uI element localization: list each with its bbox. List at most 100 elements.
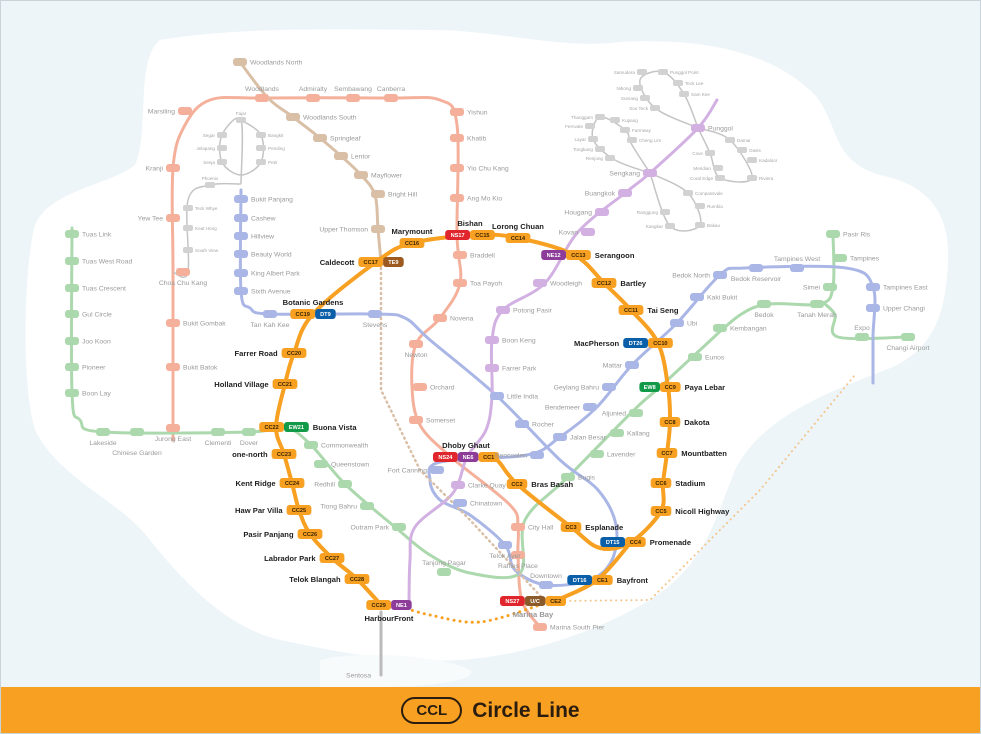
station-gul-circle[interactable]: Gul Circle	[65, 310, 112, 319]
station-telok-ayer[interactable]: Telok Ayer	[489, 541, 521, 560]
lrt-station[interactable]: South View	[183, 247, 219, 253]
lrt-station[interactable]: Rumbia	[695, 203, 723, 209]
station-pioneer[interactable]: Pioneer	[65, 363, 106, 372]
station-upper-changi[interactable]: Upper Changi	[866, 304, 925, 313]
lrt-station[interactable]: Teck Lee	[673, 80, 704, 86]
station-joo-koon[interactable]: Joo Koon	[65, 337, 111, 346]
lrt-station[interactable]: Keat Hong	[183, 225, 217, 231]
station-beauty-world[interactable]: Beauty World	[234, 250, 292, 259]
station-pasir-ris[interactable]: Pasir Ris	[826, 230, 871, 239]
station-newton[interactable]: Newton	[404, 340, 428, 359]
station-tampines-west[interactable]: Tampines West	[774, 256, 820, 272]
station-bencoolen[interactable]: Bencoolen	[495, 451, 544, 460]
lrt-station[interactable]: Pending	[256, 145, 285, 151]
lrt-station[interactable]: Phoenix	[202, 176, 219, 188]
lrt-station[interactable]: Oasis	[737, 147, 761, 153]
station-woodleigh[interactable]: Woodleigh	[533, 279, 582, 288]
station-lentor[interactable]: Lentor	[334, 152, 371, 161]
station-king-albert-park[interactable]: King Albert Park	[234, 269, 300, 278]
station-outram-park[interactable]: Outram Park	[350, 523, 406, 532]
station-farrer-park[interactable]: Farrer Park	[485, 364, 537, 373]
lrt-station[interactable]: Bakau	[695, 222, 720, 228]
station-expo[interactable]: Expo	[854, 325, 870, 341]
station-canberra[interactable]: Canberra	[377, 86, 406, 102]
lrt-station[interactable]: Segar	[203, 132, 227, 138]
station-kaki-bukit[interactable]: Kaki Bukit	[690, 293, 737, 302]
lrt-station[interactable]: Coral Edge	[690, 175, 725, 181]
station-boon-keng[interactable]: Boon Keng	[485, 336, 536, 345]
station-changi-airport[interactable]: Changi Airport	[886, 333, 930, 352]
lrt-station[interactable]: Samudera	[614, 69, 647, 75]
station-geylang-bahru[interactable]: Geylang Bahru	[554, 383, 616, 392]
station-choa-chu-kang[interactable]: Choa Chu Kang	[159, 268, 208, 287]
lrt-station[interactable]: Farmway	[620, 127, 652, 133]
station-somerset[interactable]: Somerset	[409, 416, 455, 425]
station-tanah-merah[interactable]: Tanah Merah	[797, 300, 837, 319]
station-mayflower[interactable]: Mayflower	[354, 171, 403, 180]
station-bukit-batok[interactable]: Bukit Batok	[166, 363, 218, 372]
station-clementi[interactable]: Clementi	[205, 428, 232, 447]
lrt-station[interactable]: Fajar	[236, 111, 247, 123]
station-braddell[interactable]: Braddell	[453, 251, 495, 260]
station-lakeside[interactable]: Lakeside	[89, 428, 117, 447]
station-bedok-reservoir[interactable]: Bedok Reservoir	[731, 264, 782, 283]
station-tanjong-pagar[interactable]: Tanjong Pagar	[422, 560, 467, 576]
lrt-station[interactable]: Kangkar	[646, 223, 675, 229]
station-tiong-bahru[interactable]: Tiong Bahru	[320, 502, 374, 511]
lrt-station[interactable]: Thanggam	[571, 114, 605, 120]
station-potong-pasir[interactable]: Potong Pasir	[496, 306, 553, 315]
station-chinese-garden[interactable]: Chinese Garden	[112, 428, 162, 457]
station-aljunied[interactable]: Aljunied	[602, 409, 643, 418]
lrt-station[interactable]: Jelapang	[196, 145, 227, 151]
station-bukit-gombak[interactable]: Bukit Gombak	[166, 319, 226, 328]
station-marina-south-pier[interactable]: Marina South Pier	[533, 623, 605, 632]
station-woodlands-south[interactable]: Woodlands South	[286, 113, 357, 122]
station-dover[interactable]: Dover	[240, 428, 259, 447]
lrt-station[interactable]: Senja	[203, 159, 227, 165]
lrt-station[interactable]: Soo Teck	[629, 105, 660, 111]
lrt-station[interactable]: Nibong	[616, 85, 643, 91]
lrt-station[interactable]: Compassvale	[683, 190, 723, 196]
station-punggol[interactable]: Punggol	[691, 124, 733, 133]
station-upper-thomson[interactable]: Upper Thomson	[319, 225, 385, 234]
lrt-station[interactable]: Damai	[725, 137, 750, 143]
lrt-station[interactable]: Layar	[575, 136, 599, 142]
lrt-station[interactable]: Cove	[692, 150, 715, 156]
station-yishun[interactable]: Yishun	[450, 108, 488, 117]
station-bedok[interactable]: Bedok	[754, 300, 774, 319]
station-commonwealth[interactable]: Commonwealth	[304, 441, 368, 450]
lrt-station[interactable]: Kadaloor	[747, 157, 778, 163]
station-tuas-west-road[interactable]: Tuas West Road	[65, 257, 132, 266]
station-hillview[interactable]: Hillview	[234, 232, 274, 241]
station-cashew[interactable]: Cashew	[234, 214, 276, 223]
station-jurong-east[interactable]: Jurong East	[155, 424, 191, 443]
station-tampines[interactable]: Tampines	[833, 254, 880, 263]
station-buangkok[interactable]: Buangkok	[585, 189, 632, 198]
station-downtown[interactable]: Downtown	[530, 573, 562, 589]
station-tampines-east[interactable]: Tampines East	[866, 283, 928, 292]
station-boon-lay[interactable]: Boon Lay	[65, 389, 111, 398]
station-bendemeer[interactable]: Bendemeer	[545, 403, 597, 412]
station-bugis[interactable]: Bugis	[561, 473, 596, 482]
station-yio-chu-kang[interactable]: Yio Chu Kang	[450, 164, 509, 173]
station-ubi[interactable]: Ubi	[670, 319, 698, 328]
station-woodlands[interactable]: Woodlands	[245, 86, 280, 102]
station-clarke-quay[interactable]: Clarke Quay	[451, 481, 506, 490]
station-simei[interactable]: Simei	[803, 283, 837, 292]
